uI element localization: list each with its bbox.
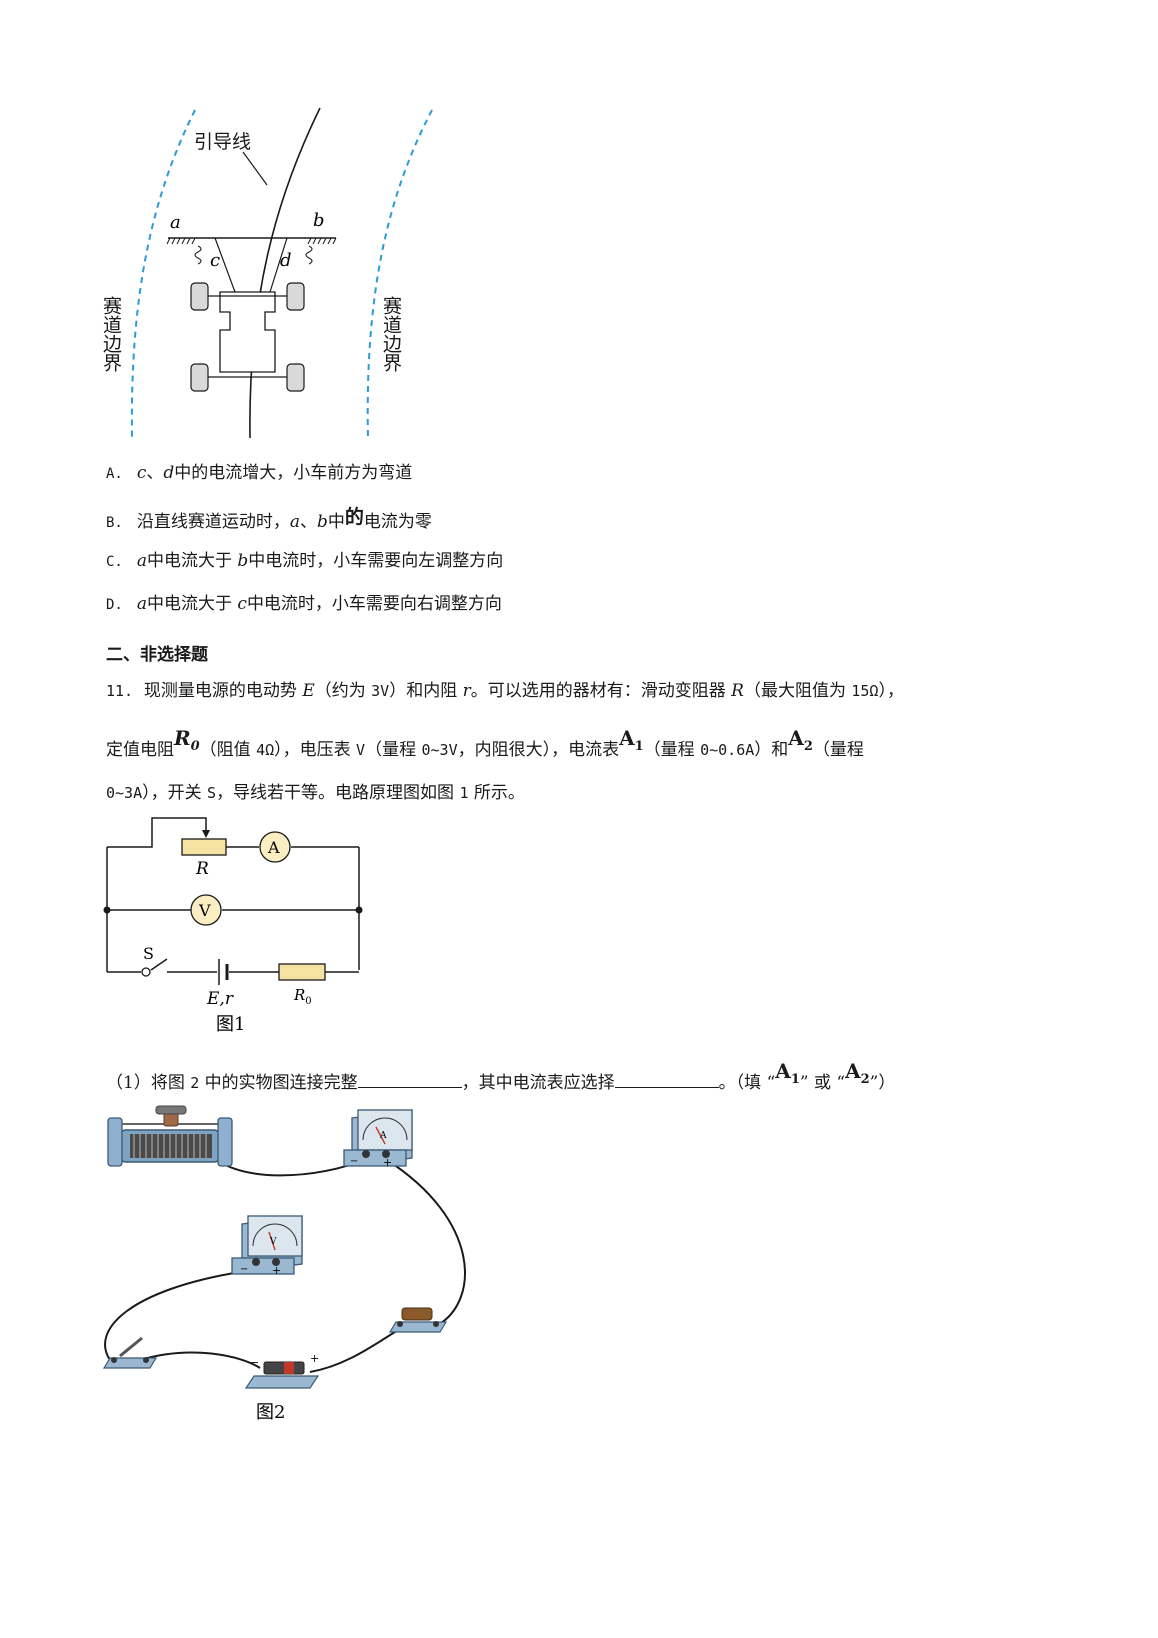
section-heading: 二、非选择题 [106, 645, 208, 665]
question-line-2: 定值电阻R0（阻值 4Ω），电压表 V（量程 0~3V，内阻很大），电流表A1（… [106, 726, 864, 760]
boundary-left-label: 赛道边界 [100, 296, 122, 372]
option-c: C.a中电流大于 b中电流时，小车需要向左调整方向 [106, 551, 504, 571]
coil-c-label: c [210, 250, 220, 271]
junction-left [103, 906, 111, 914]
ammeter-apparatus: A − + [343, 1109, 413, 1169]
apparatus-figure: A − + V − + − + 图2 [102, 1105, 466, 1423]
question-line-1: 11. 现测量电源的电动势 E（约为 3V）和内阻 r。可以选用的器材有：滑动变… [106, 681, 904, 701]
answer-blank-1[interactable] [357, 1071, 462, 1088]
rheostat-apparatus [107, 1105, 233, 1167]
fig2-caption: 图2 [256, 1402, 285, 1423]
svg-text:−: − [350, 1156, 358, 1167]
boundary-right-line [366, 109, 433, 439]
guide-label-pointer [242, 151, 268, 186]
guide-line [249, 107, 321, 439]
coil-d-label: d [280, 250, 292, 271]
a1-symbol: A1 [619, 726, 644, 754]
option-d: D.a中电流大于 c中电流时，小车需要向右调整方向 [106, 594, 502, 614]
circuit-diagram: R A V S E,r R0 图1 [103, 817, 363, 1035]
resistor-apparatus [388, 1307, 448, 1333]
coil-a-label: a [170, 212, 181, 233]
coil-d-spring [305, 245, 313, 265]
voltmeter-symbol [190, 894, 222, 926]
voltmeter-face-label: V [269, 1237, 277, 1247]
coil-a-hatch [166, 237, 196, 245]
r0-symbol: R0 [174, 726, 200, 754]
r0-label: R0 [293, 986, 312, 1007]
switch-apparatus [102, 1336, 158, 1369]
car-body [219, 291, 276, 373]
wheel-front-right [286, 282, 305, 311]
fig1-caption: 图1 [216, 1014, 245, 1035]
coil-c-spring [194, 245, 202, 265]
switch-contact [141, 967, 151, 977]
a2-symbol: A2 [788, 726, 813, 754]
coil-b-label: b [313, 210, 325, 231]
ammeter-label: A [267, 838, 280, 857]
guide-label: 引导线 [194, 131, 251, 153]
subquestion-1: （1）将图 2 中的实物图连接完整，其中电流表应选择。（填 “A1” 或 “A2… [106, 1059, 896, 1093]
svg-text:+: + [383, 1156, 392, 1169]
coil-b-hatch [307, 237, 337, 245]
battery-apparatus: − + [244, 1352, 319, 1389]
battery-label: E,r [206, 989, 234, 1009]
switch-label: S [143, 944, 154, 963]
svg-text:+: + [272, 1264, 281, 1277]
voltmeter-apparatus: V − + [231, 1215, 303, 1277]
svg-text:−: − [250, 1356, 259, 1369]
question-line-3: 0~3A），开关 S，导线若干等。电路原理图如图 1 所示。 [106, 783, 525, 803]
track-car-figure: 引导线 a b c d [130, 107, 433, 439]
svg-text:−: − [240, 1264, 248, 1275]
option-a: A.c、d中的电流增大，小车前方为弯道 [106, 463, 413, 483]
rheostat-label: R [195, 859, 209, 879]
option-b: B.沿直线赛道运动时，a、b中的电流为零 [106, 506, 432, 532]
wheel-rear-right [286, 363, 305, 392]
ammeter-symbol [259, 831, 291, 863]
ammeter-face-label: A [379, 1131, 387, 1141]
voltmeter-label: V [198, 901, 211, 920]
boundary-right-label: 赛道边界 [380, 296, 402, 372]
junction-right [355, 906, 363, 914]
rheostat-symbol [181, 838, 227, 856]
r0-resistor-symbol [278, 963, 326, 981]
wheel-front-left [190, 282, 209, 311]
answer-blank-2[interactable] [614, 1071, 719, 1088]
boundary-left-line [130, 109, 196, 439]
svg-text:+: + [310, 1352, 319, 1365]
wheel-rear-left [190, 363, 209, 392]
